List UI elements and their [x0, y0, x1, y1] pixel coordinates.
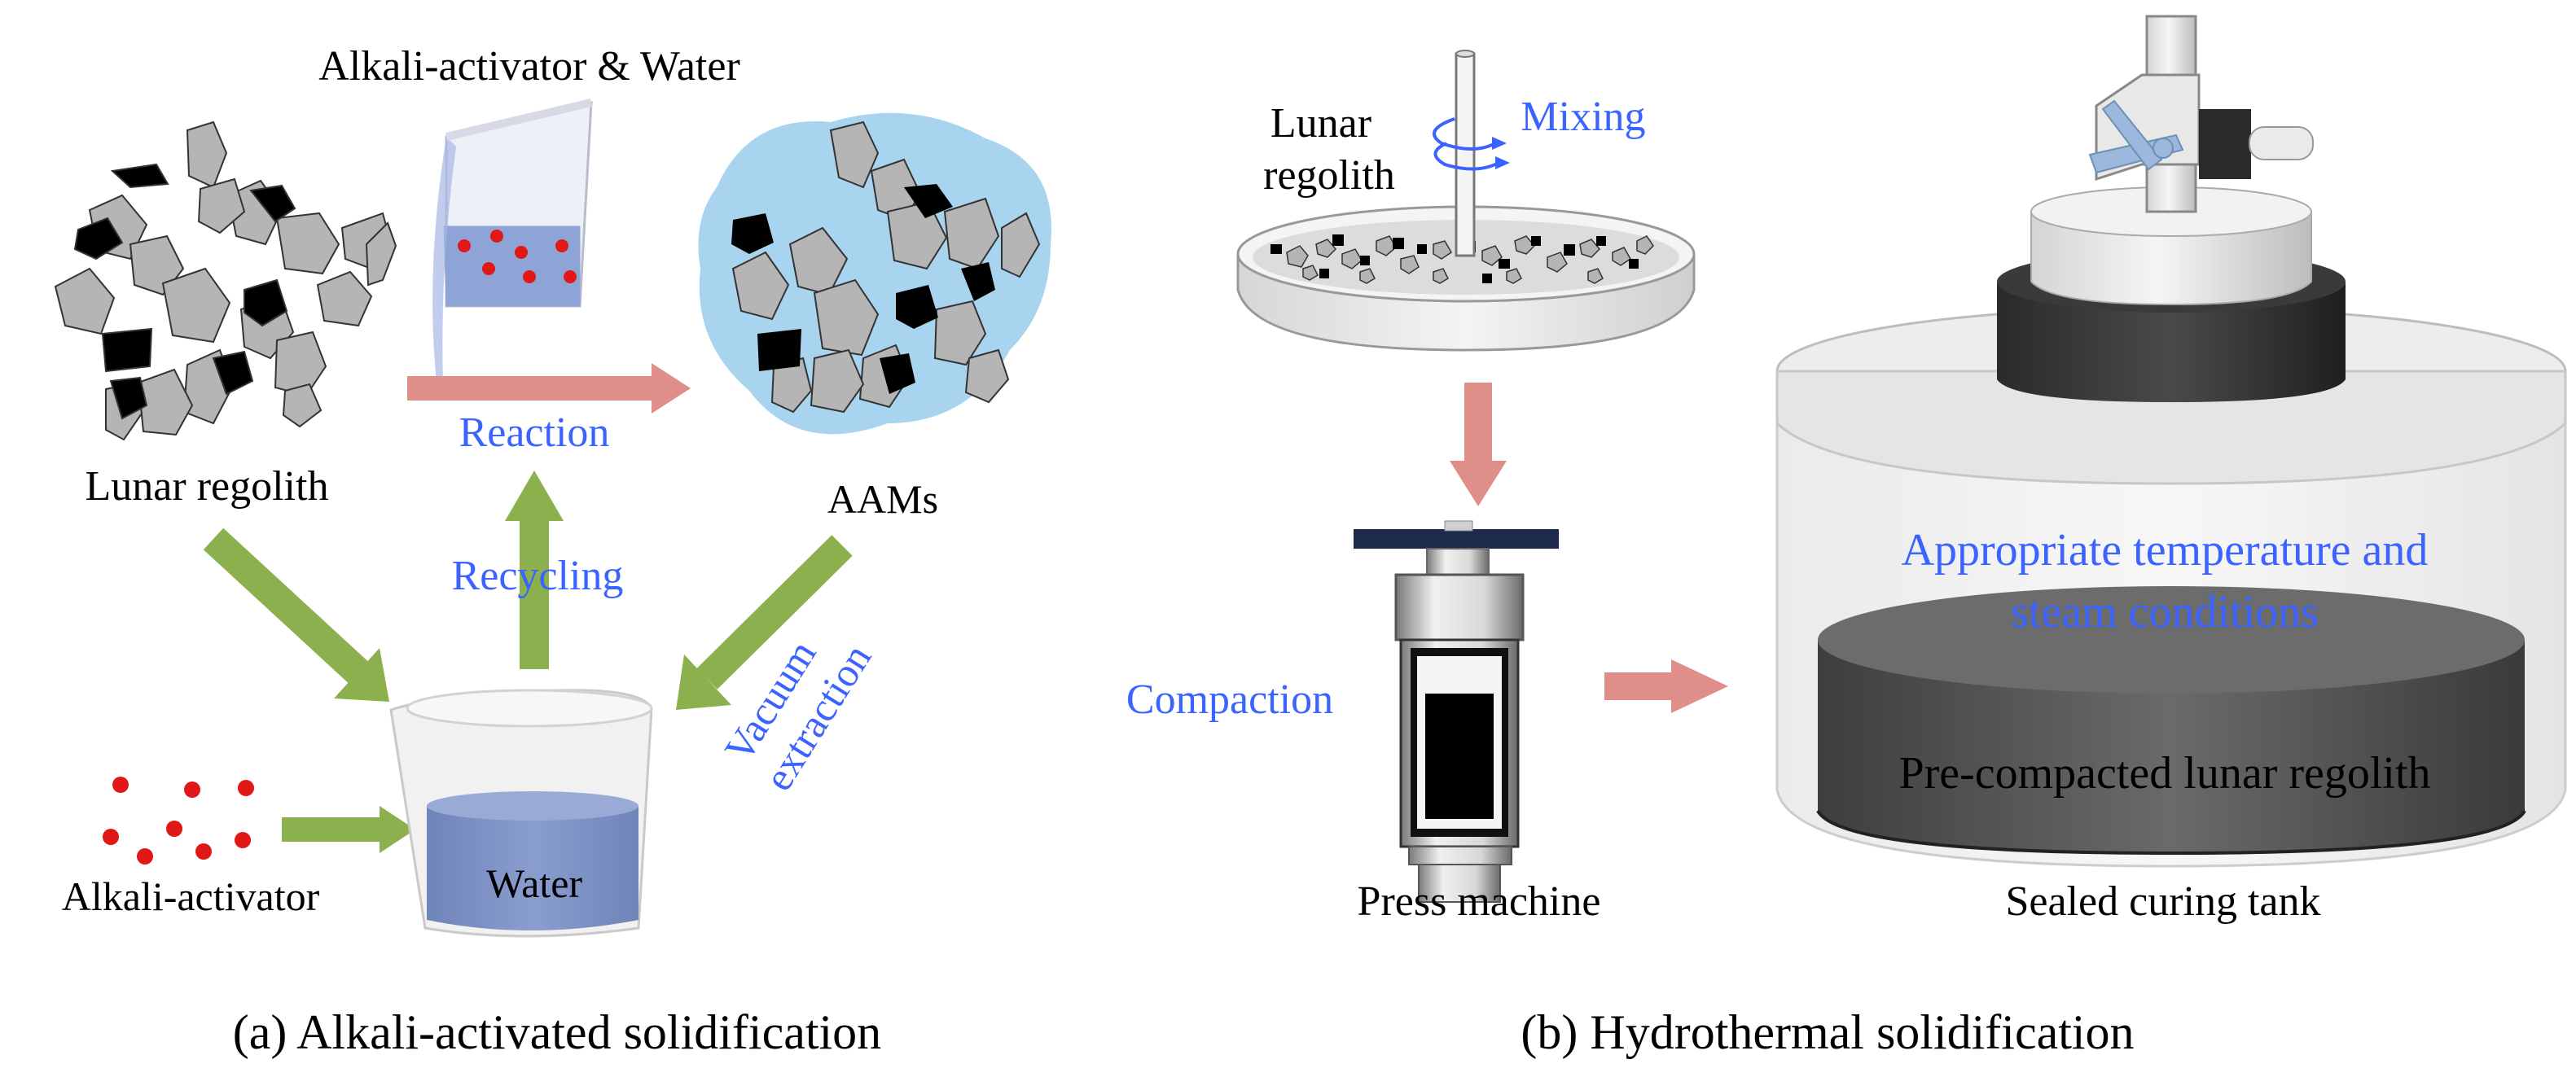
panel-a: Alkali-activator & Water Lunar regolith …	[54, 43, 1051, 1059]
lunar-regolith-label: Lunar regolith	[86, 463, 329, 510]
sealed-curing-tank	[1775, 15, 2567, 868]
press-to-tank-arrow	[1604, 659, 1728, 713]
water-beaker	[389, 689, 653, 938]
recycling-arrow	[505, 471, 564, 669]
panel-b-caption: (b) Hydrothermal solidification	[1521, 1005, 2134, 1059]
activator-dots-in-beaker	[458, 230, 577, 283]
lunar-label: Lunar	[1270, 100, 1371, 147]
regolith-to-beaker-arrow	[203, 528, 389, 702]
stirring-rod	[1455, 52, 1476, 257]
reaction-label: Reaction	[459, 409, 610, 456]
tank-conditions-line2: steam conditions	[2011, 587, 2319, 637]
alkali-water-label: Alkali-activator & Water	[318, 43, 740, 90]
dish-particles	[1286, 235, 1654, 284]
recycling-label: Recycling	[452, 553, 624, 599]
mixing-dish	[1236, 50, 1696, 352]
reaction-arrow	[407, 363, 691, 414]
water-label: Water	[486, 860, 582, 906]
panel-b: Lunar regolith Mixing Compaction Press m…	[1126, 15, 2567, 1059]
regolith-label: regolith	[1263, 152, 1395, 199]
sealed-tank-label: Sealed curing tank	[2006, 878, 2321, 925]
vacuum-extraction-arrow	[676, 535, 853, 710]
activator-to-beaker-arrow	[282, 806, 415, 853]
press-machine	[1354, 520, 1559, 903]
press-machine-label: Press machine	[1358, 878, 1601, 925]
pre-compacted-label: Pre-compacted lunar regolith	[1898, 748, 2430, 799]
alkali-activator-dots	[103, 777, 254, 865]
alkali-activator-label: Alkali-activator	[62, 873, 320, 919]
lunar-regolith-particles	[54, 120, 397, 441]
compaction-label: Compaction	[1126, 676, 1333, 723]
clamp-fitting	[2088, 73, 2314, 182]
dish-to-press-arrow	[1450, 383, 1507, 506]
mixing-label: Mixing	[1521, 94, 1645, 140]
tank-conditions-line1: Appropriate temperature and	[1902, 525, 2429, 576]
aams-cluster	[698, 112, 1051, 435]
panel-a-caption: (a) Alkali-activated solidification	[233, 1005, 881, 1059]
pouring-beaker	[432, 99, 593, 383]
mixing-rotation-icon	[1433, 117, 1499, 171]
aams-label: AAMs	[827, 476, 938, 522]
